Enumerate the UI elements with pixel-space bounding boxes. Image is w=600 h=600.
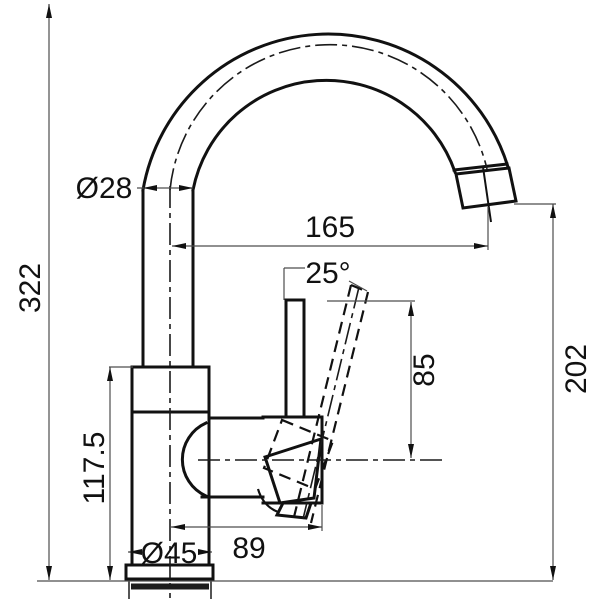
dimension-label-outlet-height: 202 — [560, 344, 593, 394]
dimension-lines — [48, 4, 556, 580]
dimension-labels: 322 117.5 Ø28 165 25° 85 202 89 Ø45 — [14, 172, 593, 570]
lever-handle-outline — [263, 298, 323, 520]
centerlines — [169, 43, 488, 598]
dimension-label-body-depth: 89 — [232, 532, 265, 565]
dimension-label-base-diameter: Ø45 — [141, 537, 198, 570]
dimension-label-body-height: 117.5 — [78, 432, 111, 505]
dimension-label-tube-diameter: Ø28 — [76, 172, 133, 205]
base-gasket-hatch — [131, 583, 209, 590]
spout-aerator-outline — [452, 162, 518, 223]
dimension-label-overall-height: 322 — [14, 263, 47, 313]
dimension-label-spout-reach: 165 — [305, 211, 355, 244]
dimension-arrowheads — [46, 4, 556, 580]
spout-arch-outline — [141, 32, 510, 369]
lever-tilted-position-hidden-lines — [262, 283, 370, 524]
mounting-surface — [37, 580, 553, 599]
dimension-label-lever-height: 85 — [408, 353, 441, 386]
dimension-label-lever-angle: 25° — [305, 257, 350, 290]
